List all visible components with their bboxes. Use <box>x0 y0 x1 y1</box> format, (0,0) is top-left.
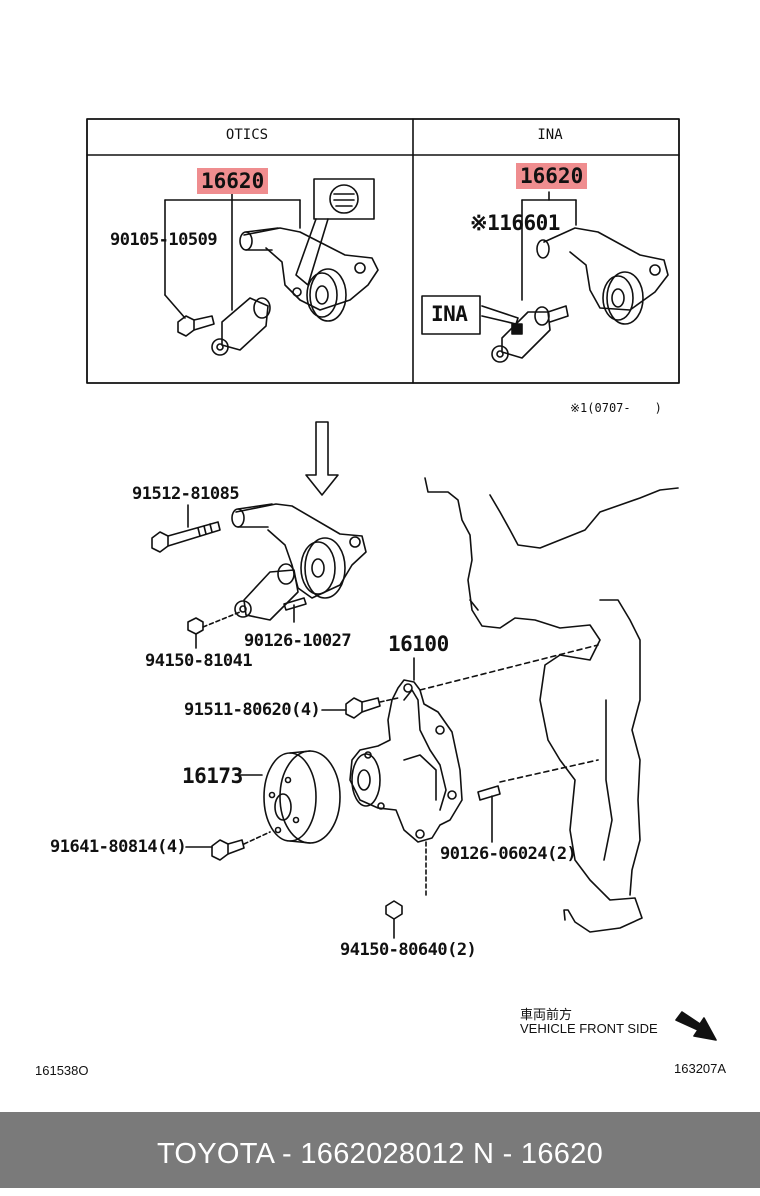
code-left: 161538O <box>35 1063 89 1078</box>
label-stud-1[interactable]: 90126-10027 <box>244 631 352 651</box>
ina-sub-part-label[interactable]: ※116601 <box>470 211 560 235</box>
otics-bolt-label[interactable]: 90105-10509 <box>110 230 218 250</box>
footnote: ※1(0707- ) <box>570 401 662 415</box>
ina-tensioner-drawing <box>421 191 669 363</box>
label-stud-2[interactable]: 90126-06024(2) <box>440 844 577 864</box>
label-nut-2[interactable]: 94150-80640(2) <box>340 940 477 960</box>
ina-highlight-part[interactable]: 16620 <box>516 163 588 189</box>
direction-jp: 車両前方 <box>520 1007 573 1022</box>
footer-bar: TOYOTA - 1662028012 N - 16620 <box>0 1112 760 1188</box>
label-nut-1[interactable]: 94150-81041 <box>145 651 253 671</box>
pulley-drawing <box>185 750 341 861</box>
ina-label-box-text: INA <box>431 302 468 326</box>
label-pulley[interactable]: 16173 <box>182 764 243 788</box>
otics-tensioner-drawing <box>164 178 379 356</box>
label-bolt-pulley[interactable]: 91641-80814(4) <box>50 837 187 857</box>
code-right: 163207A <box>674 1061 727 1076</box>
down-arrow <box>305 421 339 496</box>
direction-en: VEHICLE FRONT SIDE <box>520 1021 658 1036</box>
otics-header: OTICS <box>225 127 269 143</box>
water-pump-drawing <box>321 644 599 939</box>
label-water-pump[interactable]: 16100 <box>388 632 449 656</box>
main-tensioner-drawing <box>151 503 367 649</box>
label-bolt-top[interactable]: 91512-81085 <box>132 484 240 504</box>
front-direction-arrow <box>675 1011 717 1041</box>
otics-highlight-part[interactable]: 16620 <box>197 168 269 194</box>
variant-table <box>86 118 680 384</box>
footer-text: TOYOTA - 1662028012 N - 16620 <box>156 1138 604 1170</box>
label-bolt-pump[interactable]: 91511-80620(4) <box>184 700 321 720</box>
ina-header: INA <box>537 127 563 143</box>
